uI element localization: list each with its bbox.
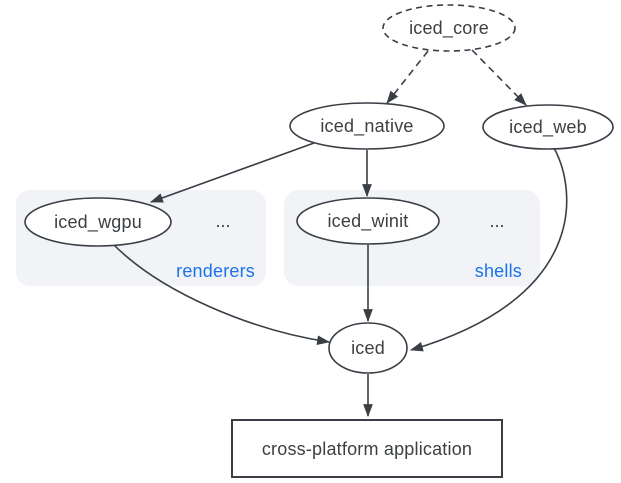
node-iced-wgpu-label: iced_wgpu [54,212,142,233]
edge-iced-core-to-iced-native [386,50,429,104]
node-cross-platform-application-label: cross-platform application [262,439,472,459]
node-iced-core-label: iced_core [409,18,489,39]
node-iced-web [482,104,614,150]
node-iced-native-label: iced_native [320,116,413,137]
node-cross-platform-application [231,419,503,478]
edge-iced-web-to-iced [409,147,568,352]
node-iced-winit-label: iced_winit [327,211,408,232]
node-iced-web-label: iced_web [509,117,587,138]
edge-iced-native-to-iced-wgpu [149,142,315,203]
edge-iced-wgpu-to-iced [111,242,331,346]
node-iced-winit [296,197,440,245]
edge-iced-core-to-iced-web [471,49,527,106]
renderers-group-label: renderers [176,261,255,281]
shells-ellipsis: ... [489,211,504,231]
node-iced-native [289,102,445,150]
shells-group-label: shells [475,261,522,281]
node-iced-wgpu [24,197,172,247]
node-iced-label: iced [351,338,385,358]
renderers-ellipsis: ... [215,211,230,231]
node-iced [328,322,408,374]
node-iced-core [382,4,516,52]
